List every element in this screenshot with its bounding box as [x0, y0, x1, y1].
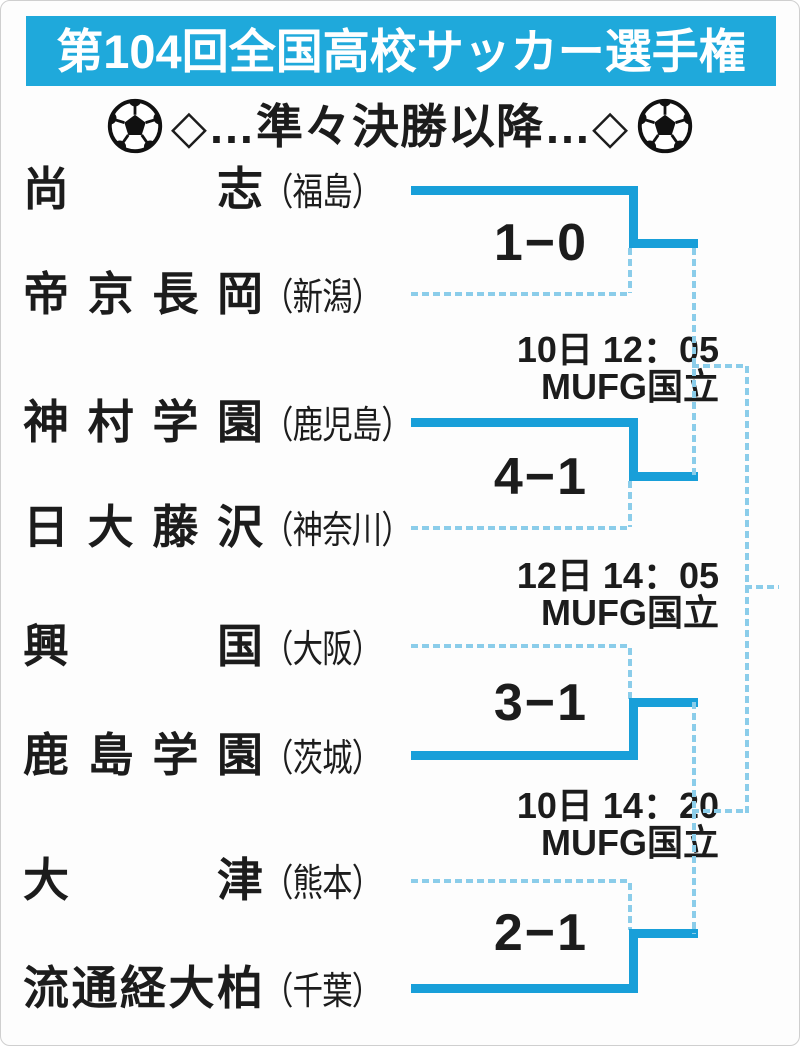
qf4-output-line [629, 929, 698, 938]
team-name: 流通経大柏 [23, 962, 263, 1014]
qf2-output-line [629, 472, 698, 481]
semifinal-1-info: 10日 12：05 MUFG国立 [409, 331, 719, 405]
match-venue: MUFG国立 [541, 366, 719, 407]
soccer-ball-icon [637, 98, 693, 154]
sf1-output-line [692, 364, 747, 368]
qf1-winner-connector [629, 186, 638, 248]
score-quarterfinal-3: 3−1 [493, 674, 589, 732]
team-row-shoshi: 尚志 （福島） [23, 166, 411, 212]
team-prefecture: （新潟） [263, 277, 382, 319]
qf4-loser-line [411, 879, 631, 883]
team-row-kokoku: 興国 （大阪） [23, 623, 411, 669]
match-datetime: 12日 14：05 [516, 555, 719, 596]
team-row-teikyo-nagaoka: 帝京長岡 （新潟） [23, 271, 411, 317]
team-row-ozu: 大津 （熊本） [23, 857, 411, 903]
qf4-winner-connector [629, 929, 638, 993]
final-info: 12日 14：05 MUFG国立 [409, 557, 719, 631]
team-row-kamimura-gakuen: 神村学園 （鹿児島） [23, 399, 448, 445]
sf1-connector [692, 248, 696, 476]
sf2-output-line [692, 809, 747, 813]
final-connector [745, 366, 749, 813]
qf2-loser-line [411, 526, 631, 530]
match-venue: MUFG国立 [541, 822, 719, 863]
header-banner: 第104回全国高校サッカー選手権 [26, 16, 776, 86]
qf2-loser-connector [628, 481, 632, 527]
team-prefecture: （熊本） [263, 863, 382, 905]
team-name: 鹿島学園 [23, 729, 263, 781]
qf1-loser-line [411, 292, 631, 296]
qf1-output-line [629, 239, 698, 248]
team-name: 帝京長岡 [23, 268, 263, 320]
team-prefecture: （福島） [263, 172, 382, 214]
team-prefecture: （千葉） [263, 971, 382, 1013]
team-name: 尚志 [23, 163, 263, 215]
subtitle-label: ◇…準々決勝以降…◇ [170, 99, 630, 153]
qf3-loser-connector [628, 648, 632, 699]
soccer-ball-icon [107, 98, 163, 154]
qf3-output-line [629, 698, 698, 707]
qf3-winner-connector [629, 698, 638, 760]
team-name: 神村学園 [23, 396, 263, 448]
qf1-loser-connector [628, 248, 632, 293]
final-output-line [745, 585, 779, 589]
qf1-winner-line [411, 186, 638, 195]
team-row-nichidai-fujisawa: 日大藤沢 （神奈川） [23, 504, 448, 550]
qf4-loser-connector [628, 883, 632, 930]
page-title: 第104回全国高校サッカー選手権 [56, 24, 746, 78]
semifinal-2-info: 10日 14：20 MUFG国立 [409, 787, 719, 861]
score-quarterfinal-4: 2−1 [493, 904, 589, 962]
team-row-ryutsu-keidai-kashiwa: 流通経大柏 （千葉） [23, 965, 411, 1011]
qf4-winner-line [411, 984, 638, 993]
subtitle-row: ◇…準々決勝以降…◇ [1, 95, 799, 157]
team-prefecture: （鹿児島） [263, 405, 412, 447]
match-datetime: 10日 14：20 [516, 785, 719, 826]
qf2-winner-connector [629, 418, 638, 481]
team-prefecture: （大阪） [263, 629, 382, 671]
qf2-winner-line [411, 418, 638, 427]
qf3-loser-line [411, 644, 631, 648]
qf3-winner-line [411, 751, 638, 760]
score-quarterfinal-2: 4−1 [493, 448, 589, 506]
team-prefecture: （茨城） [263, 738, 382, 780]
match-datetime: 10日 12：05 [516, 329, 719, 370]
sf2-connector [692, 702, 696, 934]
score-quarterfinal-1: 1−0 [493, 214, 589, 272]
team-prefecture: （神奈川） [263, 510, 412, 552]
team-name: 大津 [23, 854, 263, 906]
team-row-kashima-gakuen: 鹿島学園 （茨城） [23, 732, 411, 778]
team-name: 日大藤沢 [23, 501, 263, 553]
match-venue: MUFG国立 [541, 592, 719, 633]
team-name: 興国 [23, 620, 263, 672]
